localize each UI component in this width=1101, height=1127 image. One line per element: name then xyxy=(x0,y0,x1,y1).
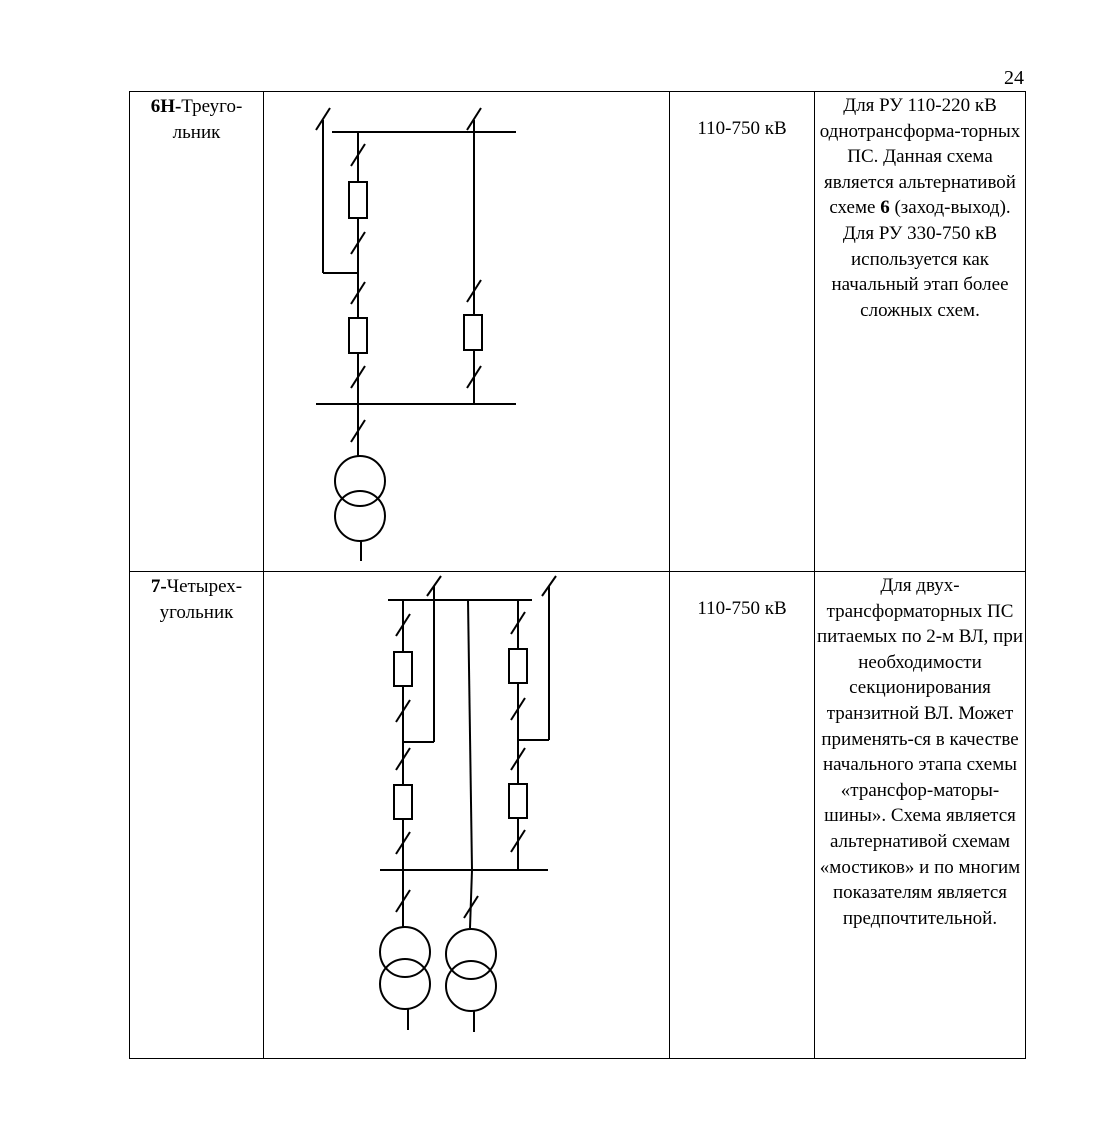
quadrangle-scheme-diagram xyxy=(379,575,557,1032)
schemes-table: 6Н-Треуго-льник xyxy=(129,91,1026,1059)
disconnector-mark xyxy=(466,279,482,303)
breaker-symbol xyxy=(348,181,368,219)
voltage-cell: 110-750 кВ xyxy=(669,91,815,572)
disconnector-mark xyxy=(395,831,411,855)
disconnector-mark xyxy=(466,107,482,131)
transformer-winding-upper xyxy=(334,455,386,507)
disconnector-mark xyxy=(350,231,366,255)
scheme-name-cell: 6Н-Треуго-льник xyxy=(129,91,264,572)
note-text: (заход-выход). xyxy=(889,197,1011,219)
triangle-scheme-diagram xyxy=(315,107,516,561)
scheme-diagram-cell xyxy=(263,91,670,572)
scheme-diagram-cell xyxy=(263,571,670,1059)
transformer-winding-upper xyxy=(379,926,431,978)
disconnector-mark xyxy=(350,143,366,167)
note-text: Для РУ 110-220 кВ однотрансформа-торных … xyxy=(819,95,1021,219)
disconnector-mark xyxy=(463,895,479,919)
note-cell: Для РУ 110-220 кВ однотрансформа-торных … xyxy=(814,91,1026,572)
note-text: Для РУ 330-750 кВ используется как начал… xyxy=(831,222,1009,321)
page-number: 24 xyxy=(1004,67,1024,89)
breaker-symbol xyxy=(463,314,483,351)
breaker-symbol xyxy=(393,651,413,687)
disconnector-mark xyxy=(315,107,331,131)
scheme-title: Треуго-льник xyxy=(172,96,243,143)
scheme-title: Четырех-угольник xyxy=(159,576,243,623)
disconnector-mark xyxy=(510,611,526,635)
disconnector-mark xyxy=(350,281,366,305)
disconnector-mark xyxy=(395,613,411,637)
transformer-lead xyxy=(469,869,473,929)
scheme-number: 6Н- xyxy=(150,96,182,117)
voltage-cell: 110-750 кВ xyxy=(669,571,815,1059)
transformer-winding-lower xyxy=(379,958,431,1010)
disconnector-mark xyxy=(395,747,411,771)
scheme-number: 7- xyxy=(150,576,167,597)
disconnector-mark xyxy=(426,575,442,597)
scheme-name-cell: 7-Четырех-угольник xyxy=(129,571,264,1059)
table-row-7: 7-Четырех-угольник xyxy=(129,571,1026,1059)
transformer-winding-upper xyxy=(445,928,497,980)
table-row-6h: 6Н-Треуго-льник xyxy=(129,91,1026,572)
transformer-winding-lower xyxy=(445,960,497,1012)
disconnector-mark xyxy=(350,419,366,443)
breaker-symbol xyxy=(393,784,413,820)
breaker-symbol xyxy=(508,648,528,684)
breaker-symbol xyxy=(508,783,528,819)
disconnector-mark xyxy=(395,699,411,723)
disconnector-mark xyxy=(510,747,526,771)
breaker-symbol xyxy=(348,317,368,354)
disconnector-mark xyxy=(541,575,557,597)
disconnector-mark xyxy=(510,697,526,721)
note-scheme-ref: 6 xyxy=(880,197,890,219)
transformer-winding-lower xyxy=(334,490,386,542)
disconnector-mark xyxy=(510,829,526,853)
note-cell: Для двух-трансформаторных ПС питаемых по… xyxy=(814,571,1026,1059)
branch-centre-vertical xyxy=(467,599,473,871)
disconnector-mark xyxy=(466,365,482,389)
disconnector-mark xyxy=(350,365,366,389)
disconnector-mark xyxy=(395,889,411,913)
